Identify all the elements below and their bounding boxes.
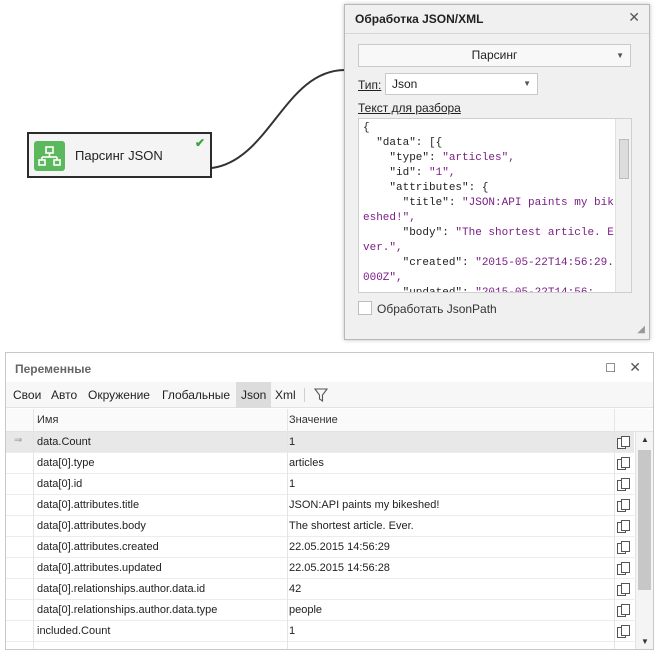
copy-icon[interactable] [616,603,631,618]
copy-icon[interactable] [616,582,631,597]
cell-name: data.Count [37,436,91,448]
table-row[interactable]: data[0].relationships.author.data.id 42 [6,579,634,600]
copy-icon[interactable] [616,498,631,513]
table-row[interactable]: data[0].id 1 [6,474,634,495]
code-line: { [363,122,370,134]
divider [345,33,649,34]
variables-table: Имя Значение ▲ ▼ ⇒ data.Count 1 data[0].typ… [6,409,653,649]
table-row[interactable]: data[0].attributes.created 22.05.2015 14:… [6,537,634,558]
jsonpath-checkbox-label: Обработать JsonPath [377,302,497,316]
jsonpath-checkbox[interactable] [358,301,372,315]
resize-grip-icon[interactable]: ◢ [637,324,645,335]
chevron-down-icon: ▼ [616,51,624,60]
tab-environment[interactable]: Окружение [88,388,150,402]
table-row[interactable]: included.Count 1 [6,621,634,642]
cell-name: data[0].attributes.updated [37,562,162,574]
type-label: Тип: [358,78,382,92]
cell-name: data[0].relationships.author.data.id [37,583,206,595]
type-select-value: Json [392,77,418,91]
tab-own[interactable]: Свои [13,388,42,402]
code-line: "created": "2015-05-22T14:56:29.000Z", [363,257,614,284]
close-icon[interactable]: ✕ [628,9,640,25]
copy-icon[interactable] [616,519,631,534]
cell-name: data[0].relationships.author.data.type [37,604,218,616]
success-check-icon: ✔ [194,136,205,150]
mode-select-value: Парсинг [471,48,518,62]
copy-icon[interactable] [616,477,631,492]
code-line: "body": "The shortest article. Ever.", [363,227,614,254]
node-label: Парсинг JSON [75,148,163,163]
tab-xml[interactable]: Xml [275,388,296,402]
chevron-down-icon: ▼ [523,79,531,88]
code-text: { "data": [{ "type": "articles", "id": "… [363,121,615,293]
table-row[interactable]: data[0].type articles [6,453,634,474]
scroll-thumb[interactable] [638,450,651,590]
cell-value[interactable]: 22.05.2015 14:56:28 [289,562,390,574]
cell-name: data[0].id [37,478,83,490]
sitemap-icon [34,141,65,171]
cell-name: included.Count [37,625,111,637]
cell-name: data[0].type [37,457,95,469]
table-header: Имя Значение [6,409,653,432]
copy-icon[interactable] [616,456,631,471]
column-header-value[interactable]: Значение [289,414,338,426]
scroll-down-icon[interactable]: ▼ [641,637,649,646]
code-line: "id": "1", [363,167,456,179]
cell-name: data[0].attributes.body [37,520,146,532]
variables-panel: Переменные ☐ ✕ Свои Авто Окружение Глоба… [5,352,654,650]
table-row[interactable]: data[0].attributes.body The shortest arti… [6,516,634,537]
dialog-title: Обработка JSON/XML [355,12,484,26]
copy-icon[interactable] [616,624,631,639]
panel-title: Переменные [15,362,92,376]
tab-auto[interactable]: Авто [51,388,78,402]
copy-icon[interactable] [616,561,631,576]
code-line: "data": [{ [363,137,443,149]
close-icon[interactable]: ✕ [629,359,641,375]
divider [304,388,305,402]
cell-value[interactable]: articles [289,457,324,469]
tab-json[interactable]: Json [236,382,272,408]
cell-value[interactable]: 22.05.2015 14:56:29 [289,541,390,553]
cell-value[interactable]: 1 [289,478,296,490]
cell-value[interactable]: 1 [289,436,296,448]
code-line: "attributes": { [363,182,489,194]
copy-icon[interactable] [616,435,631,450]
table-row[interactable]: ⇒ data.Count 1 [6,432,634,453]
code-scroll-thumb[interactable] [619,139,629,179]
filter-icon[interactable] [313,387,329,403]
cell-name: data[0].attributes.title [37,499,140,511]
scroll-up-icon[interactable]: ▲ [641,435,649,444]
cell-value[interactable]: 1 [289,625,296,637]
column-divider [287,409,288,649]
code-line: "updated": "2015-05-22T14:56: [363,287,595,293]
mode-select[interactable]: Парсинг ▼ [358,44,631,67]
code-line: "type": "articles", [363,152,515,164]
tab-global[interactable]: Глобальные [162,388,231,402]
cell-value[interactable]: people [289,604,323,616]
cell-name: data[0].attributes.created [37,541,159,553]
type-select[interactable]: Json ▼ [385,73,538,95]
text-to-parse-input[interactable]: { "data": [{ "type": "articles", "id": "… [358,118,632,293]
json-xml-dialog: Обработка JSON/XML ✕ Парсинг ▼ Тип: Json… [344,4,650,340]
code-line: "title": "JSON:API paints my bikeshed!", [363,197,614,224]
table-scrollbar[interactable]: ▲ ▼ [635,432,653,649]
column-header-name[interactable]: Имя [37,414,59,426]
code-scrollbar[interactable] [615,119,631,292]
text-to-parse-label: Текст для разбора [358,101,461,115]
cell-value[interactable]: 42 [289,583,302,595]
column-divider [614,409,615,649]
column-divider [33,409,34,649]
row-pointer-icon: ⇒ [14,435,23,446]
table-row[interactable]: data[0].attributes.title JSON:API paints … [6,495,634,516]
cell-value[interactable]: JSON:API paints my bikeshed! [289,499,440,511]
table-row[interactable]: data[0].relationships.author.data.type pe… [6,600,634,621]
cell-value[interactable]: The shortest article. Ever. [289,520,414,532]
maximize-icon[interactable]: ☐ [605,361,616,375]
parse-json-node[interactable]: Парсинг JSON ✔ [27,132,212,178]
variable-tabs: Свои Авто Окружение Глобальные Json Xml [6,382,653,408]
table-row[interactable]: data[0].attributes.updated 22.05.2015 14:… [6,558,634,579]
copy-icon[interactable] [616,540,631,555]
